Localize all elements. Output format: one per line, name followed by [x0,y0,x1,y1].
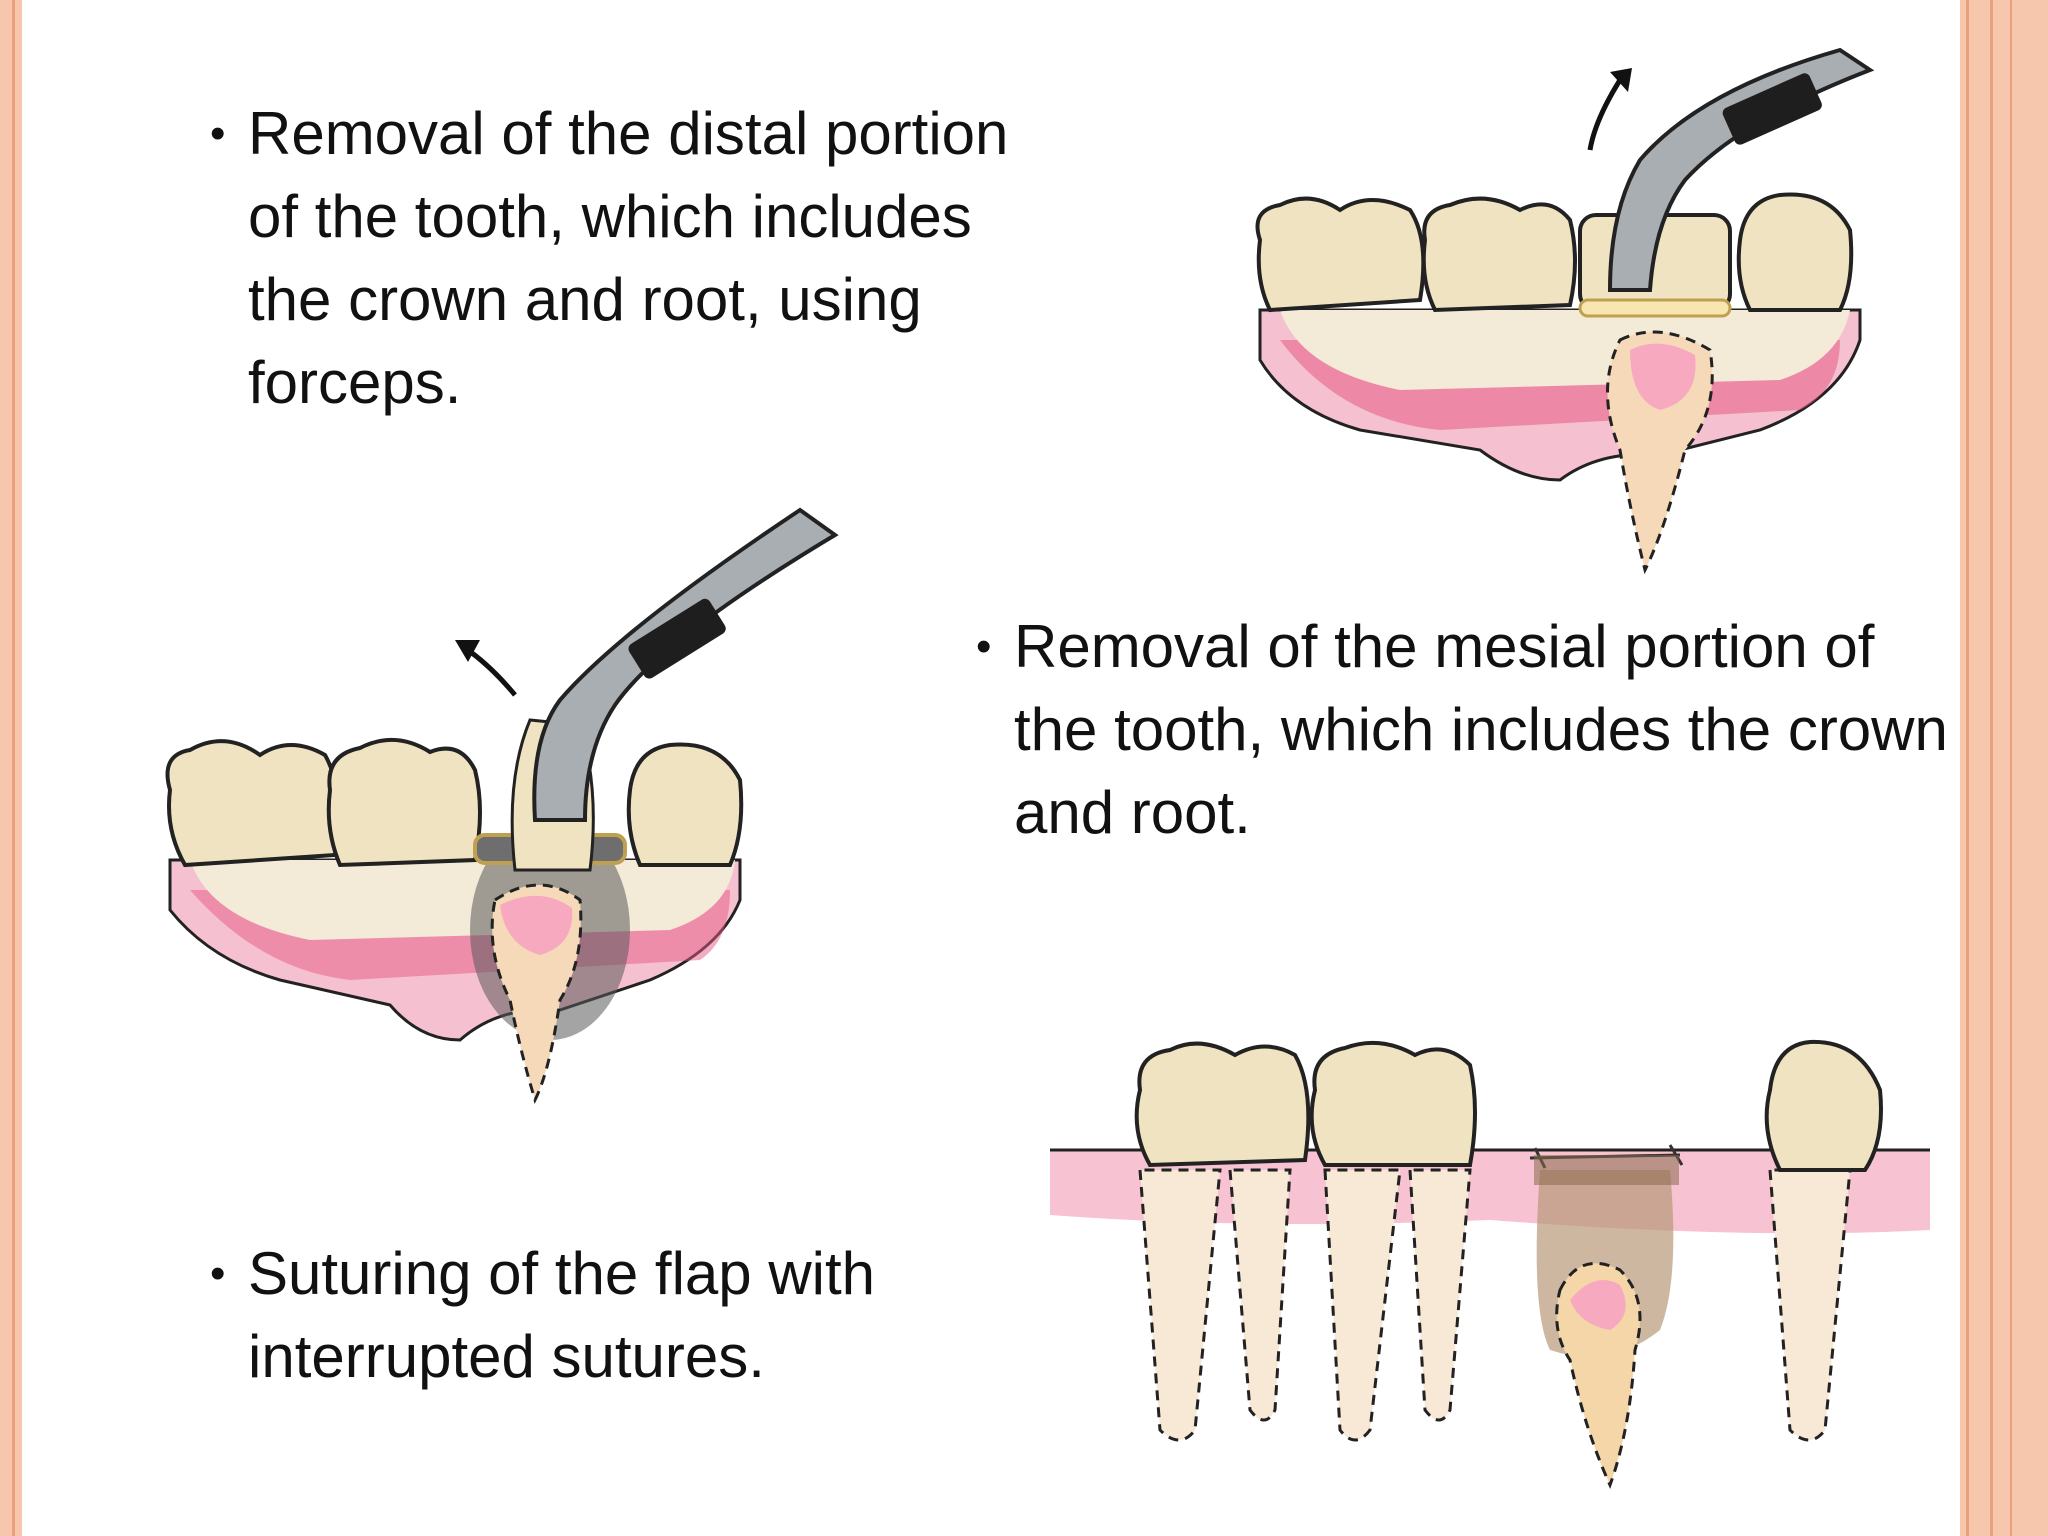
root [1138,1168,1222,1442]
tooth-icon [1255,196,1426,313]
arrow-up-icon [463,645,517,697]
tooth-icon [326,737,482,868]
frame-right-line-3 [2010,0,2012,1536]
frame-right-line-2 [1990,0,1993,1536]
illustration-sutured-flap [1050,1039,1930,1489]
suture-icon [1578,298,1732,318]
bullet-marker: • [210,1249,226,1298]
frame-left-border [0,0,22,1536]
root [1228,1168,1292,1422]
frame-right-line [1966,0,1969,1536]
bullet-suturing: • Suturing of the flap with interrupted … [210,1232,1028,1398]
tooth-icon [1764,1039,1883,1172]
root [1323,1168,1402,1442]
forceps-icon [532,507,839,822]
illustration-mesial-removal [165,507,839,1105]
tooth-icon [165,739,341,868]
tooth-icon [626,742,744,867]
bullet-mesial-removal: • Removal of the mesial portion of the t… [976,605,1954,854]
tooth-icon [1736,192,1854,312]
root [1768,1168,1852,1442]
bullet-marker: • [976,622,992,671]
frame-left-line [12,0,15,1536]
bullet-text: Removal of the distal portion of the too… [248,100,1009,416]
forceps-icon [1607,47,1875,292]
bullet-distal-removal: • Removal of the distal portion of the t… [210,92,1068,424]
tooth-icon [1309,1040,1477,1167]
root [1408,1168,1472,1422]
bone [1280,310,1850,390]
tooth-icon [1421,196,1577,313]
bullet-marker: • [210,109,226,158]
arrow-up-icon [1587,78,1623,151]
frame-right-border [1960,0,2048,1536]
bone [190,860,735,940]
illustration-distal-removal [1140,47,1960,575]
bullet-text: Suturing of the flap with interrupted su… [248,1240,876,1390]
bullet-text: Removal of the mesial portion of the too… [1014,613,1948,846]
tooth-icon [1134,1041,1311,1168]
